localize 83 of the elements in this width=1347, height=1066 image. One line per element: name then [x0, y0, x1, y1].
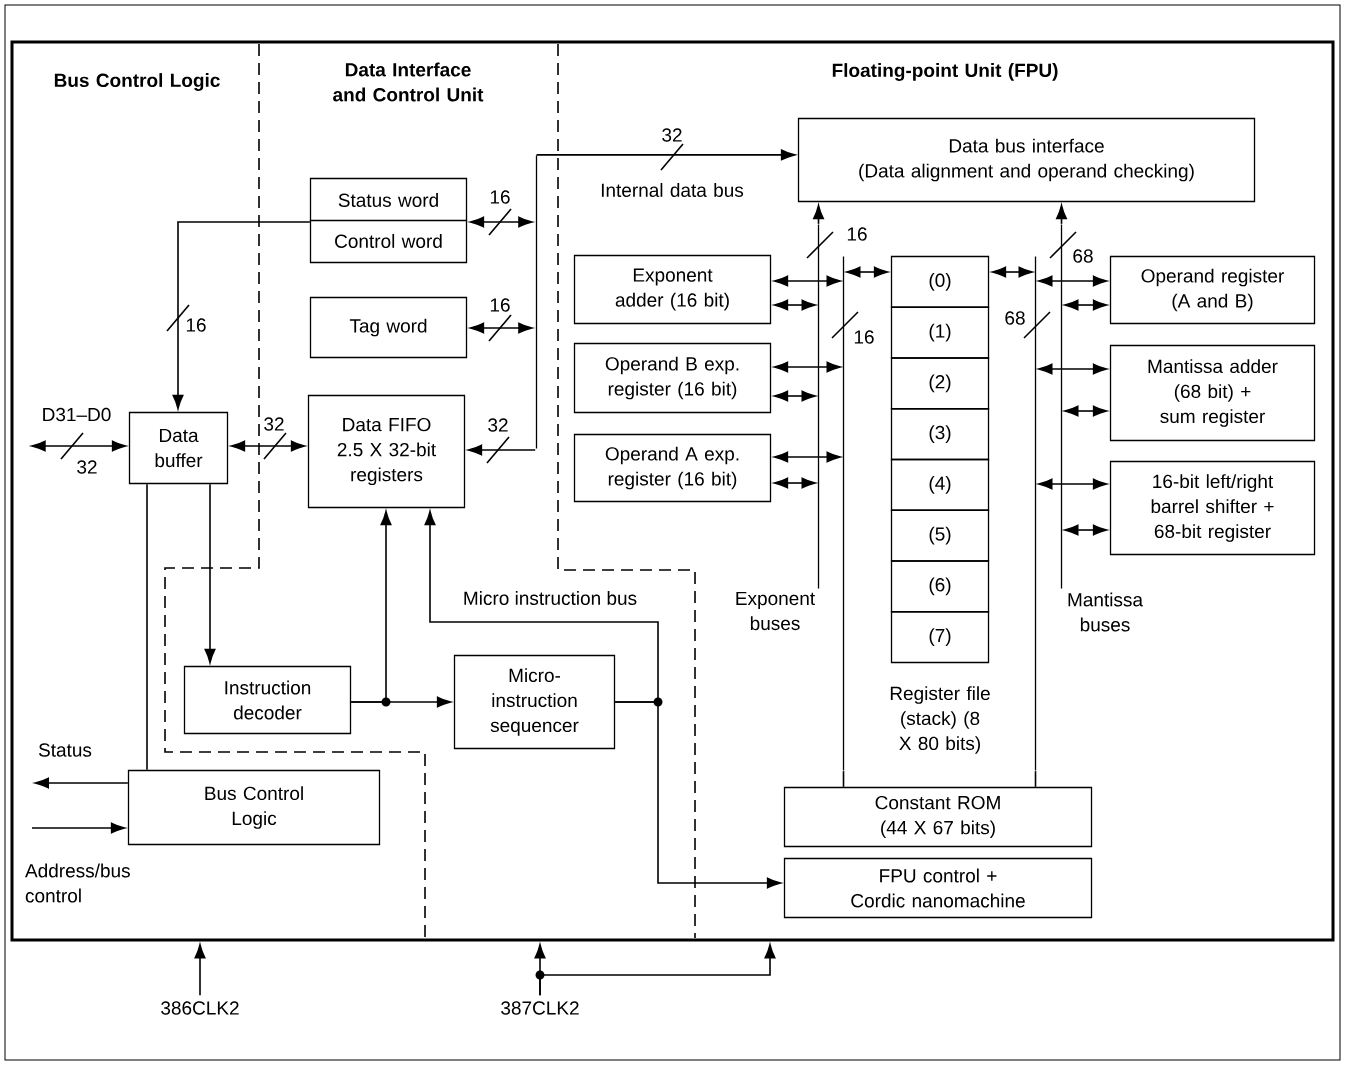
- rom-box: Constant ROM (44 X 67 bits): [783, 786, 1093, 848]
- fifo-box: Data FIFO 2.5 X 32-bit registers: [307, 394, 466, 509]
- arrow: [469, 322, 533, 334]
- signal-label: 386CLK2: [161, 1001, 239, 1015]
- arrow: [204, 483, 216, 664]
- signal-label: 387CLK2: [501, 1001, 579, 1015]
- arrow: [1064, 405, 1108, 417]
- arrow: [813, 204, 824, 225]
- arrow: [31, 822, 126, 834]
- arrow: [535, 149, 796, 161]
- register-box: Operand B exp. register (16 bit): [573, 342, 772, 414]
- arrow: [539, 944, 776, 996]
- register-cell: (5): [890, 509, 990, 562]
- bus-width-label: 68: [1005, 311, 1025, 325]
- register-cell: (4): [890, 458, 990, 511]
- arrow: [773, 390, 816, 402]
- bus-width-label: 16: [488, 297, 512, 313]
- decoder-box: Instruction decoder: [183, 665, 352, 735]
- arrow: [1038, 275, 1108, 287]
- register-cell: (0): [890, 255, 990, 308]
- connector-line: [1034, 770, 1037, 788]
- adder-box: Mantissa adder (68 bit) + sum register: [1109, 344, 1316, 442]
- buffer-box: Data buffer: [128, 411, 229, 485]
- register-box: Status word Control word: [309, 177, 468, 264]
- register-box: Operand register (A and B): [1109, 255, 1316, 325]
- logic-box: Bus Control Logic: [127, 769, 381, 846]
- register-cell: (7): [890, 611, 990, 664]
- arrow: [846, 266, 889, 278]
- arrow: [31, 440, 127, 452]
- arrow: [469, 216, 533, 228]
- signal-label: Status: [38, 743, 92, 757]
- arrow: [194, 944, 206, 996]
- bus-width-label: 16: [854, 330, 874, 344]
- arrow: [1038, 363, 1108, 375]
- register-box: Tag word: [309, 296, 468, 359]
- bus-line: [535, 155, 538, 449]
- register-cell: (6): [890, 560, 990, 613]
- bus-width-label: 16: [488, 189, 512, 205]
- arrow: [34, 777, 129, 789]
- register-file-label: Register file (stack) (8 X 80 bits): [890, 686, 990, 754]
- control-box: FPU control + Cordic nanomachine: [783, 857, 1093, 919]
- register-box: Operand A exp. register (16 bit): [573, 433, 772, 503]
- register-cell: (2): [890, 357, 990, 410]
- arrow: [1038, 478, 1108, 490]
- bus-label: Internal data bus: [601, 183, 744, 197]
- register-cell: (1): [890, 306, 990, 359]
- edge-label: Micro instruction bus: [461, 590, 639, 606]
- register-cell: (3): [890, 408, 990, 461]
- shifter-box: 16-bit left/right barrel shifter + 68-bit register: [1109, 460, 1316, 556]
- bus-width-label: 32: [262, 416, 286, 432]
- bus-width-label: 16: [847, 227, 867, 241]
- section-heading: Bus Control Logic: [54, 73, 220, 91]
- arrow: [467, 444, 536, 456]
- bus-label: Exponent buses: [736, 591, 815, 631]
- arrow: [773, 451, 841, 463]
- arrow: [172, 221, 311, 410]
- bus-width-label: 68: [1073, 249, 1093, 263]
- connector-line: [842, 770, 845, 788]
- arrow: [1056, 204, 1067, 225]
- arrow: [424, 510, 659, 703]
- arrow: [230, 440, 306, 452]
- arrow: [1064, 524, 1108, 536]
- bus-label: Mantissa buses: [1068, 592, 1143, 632]
- bus-width-label: 32: [75, 459, 99, 475]
- bus-width-label: 32: [486, 417, 510, 433]
- connector-line: [146, 483, 148, 771]
- bus-width-label: 32: [660, 127, 684, 143]
- arrow: [1064, 299, 1108, 311]
- arrow: [773, 299, 816, 311]
- chip-frame: [10, 40, 1335, 942]
- sequencer-box: Micro-instruction sequencer: [453, 654, 616, 750]
- signal-label: D31–D0: [43, 407, 111, 422]
- arrow: [773, 477, 816, 489]
- signal-label: Address/bus control: [25, 863, 130, 903]
- adder-box: Exponent adder (16 bit): [573, 254, 772, 325]
- section-heading: Floating-point Unit (FPU): [832, 63, 1058, 81]
- bus-width-label: 16: [184, 317, 208, 333]
- arrow: [773, 275, 841, 287]
- arrow: [350, 510, 392, 703]
- section-heading: Data Interface and Control Unit: [333, 62, 484, 102]
- interface-box: Data bus interface (Data alignment and operand checking): [797, 117, 1256, 203]
- arrow: [773, 361, 841, 373]
- arrow: [991, 266, 1033, 278]
